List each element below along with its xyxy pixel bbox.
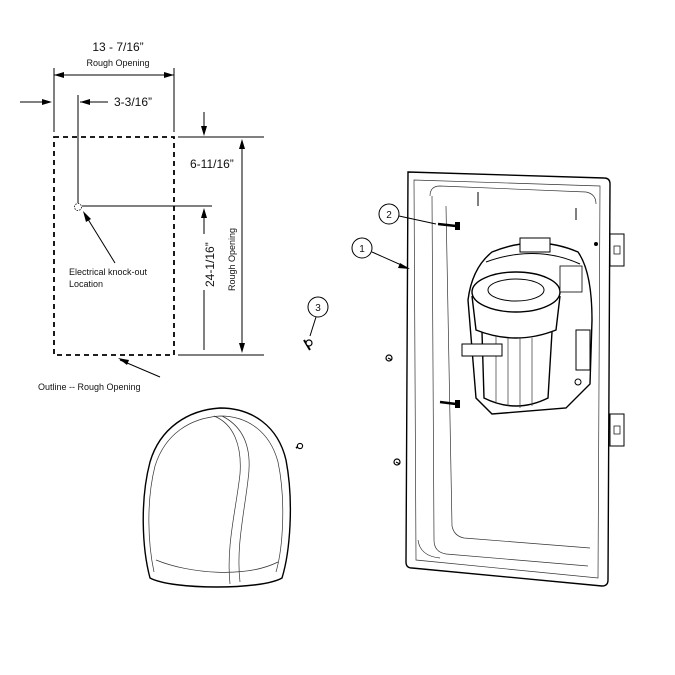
cover-screw-head xyxy=(296,442,304,450)
motor-control-module xyxy=(559,265,583,293)
callout-3: 3 xyxy=(307,296,329,337)
width-arrow-left xyxy=(54,72,64,78)
callout-1-number: 1 xyxy=(359,244,365,255)
recess-box-top-wall xyxy=(429,185,597,205)
screw-2-bottom-head xyxy=(455,400,460,408)
screw-2-top-shaft xyxy=(437,222,457,228)
width-arrow-right xyxy=(164,72,174,78)
exploded-view: 1 2 3 xyxy=(295,171,625,587)
offset-arrow-left xyxy=(42,99,52,105)
top-offset-arrow xyxy=(201,126,207,136)
dryer-cover-outline xyxy=(142,407,292,588)
callout-3-leader xyxy=(309,316,317,337)
motor-assembly xyxy=(461,237,593,415)
callout-2: 2 xyxy=(378,203,437,225)
recess-box-inner-back xyxy=(445,205,591,549)
anchor-screw-lower-slot xyxy=(395,461,401,465)
knockout-leader-line xyxy=(85,215,116,264)
recess-box-frame xyxy=(405,171,611,587)
knockout-offset-y-bg xyxy=(196,234,212,290)
anchor-screw-upper-slot xyxy=(387,357,393,361)
screw-3-head xyxy=(305,339,313,347)
knockout-label-line1: Electrical knock-out xyxy=(69,267,148,277)
hinge-bottom-pin xyxy=(613,425,621,435)
callout-1: 1 xyxy=(351,237,410,269)
top-offset-value: 6-11/16” xyxy=(190,157,234,171)
recess-box-flange xyxy=(413,179,601,579)
outline-rough-opening-label: Outline -- Rough Opening xyxy=(38,382,141,392)
screw-2-bottom xyxy=(439,400,460,408)
motor-mount-point xyxy=(574,378,582,386)
dryer-cover-seam xyxy=(213,415,241,585)
motor-side-board xyxy=(575,329,591,371)
knockout-offset-y-value: 24-1/16” xyxy=(203,242,217,287)
height-arrow-top xyxy=(239,139,245,149)
callout-3-number: 3 xyxy=(315,303,321,314)
knockout-leader-arrow xyxy=(83,211,91,222)
motor-top-bracket xyxy=(519,237,551,253)
height-dimension-caption: Rough Opening xyxy=(227,228,237,291)
rough-opening-outline xyxy=(53,136,175,356)
mounting-ring-inner xyxy=(485,253,581,265)
callout-3-circle xyxy=(307,296,329,318)
callout-1-circle xyxy=(351,237,373,259)
width-dimension-value: 13 - 7/16” xyxy=(92,40,143,54)
screw-2-top xyxy=(437,222,460,230)
mount-hole-right xyxy=(594,242,598,246)
knockout-label-line2: Location xyxy=(69,279,103,289)
callout-2-circle xyxy=(378,203,400,225)
recess-box-left-wall xyxy=(431,195,589,567)
knockout-offset-x-value: 3-3/16” xyxy=(114,95,152,109)
height-arrow-bottom xyxy=(239,343,245,353)
offset-arrow-right xyxy=(80,99,90,105)
motor-fan-inlet xyxy=(487,278,545,302)
screw-2-top-head xyxy=(455,222,460,230)
screw-3 xyxy=(303,339,313,351)
width-dimension-caption: Rough Opening xyxy=(86,58,149,68)
dryer-cover-bottom-lip xyxy=(155,559,279,573)
screw-2-bottom-shaft xyxy=(439,400,457,406)
dryer-cover-inner-edge xyxy=(148,415,284,573)
motor-body xyxy=(481,331,553,407)
dryer-cover-illustration xyxy=(142,407,292,588)
callout-2-leader xyxy=(398,215,437,225)
motor-clamp xyxy=(461,343,503,357)
outline-leader-arrow xyxy=(118,358,129,365)
dryer-cover-seam-2 xyxy=(221,415,250,583)
electrical-knockout-marker xyxy=(74,203,82,211)
knockout-offset-y-arrow xyxy=(201,208,207,218)
cover-screw xyxy=(295,442,304,450)
hinge-top-pin xyxy=(613,245,621,255)
callout-2-number: 2 xyxy=(386,210,392,221)
rough-opening-drawing: 13 - 7/16” Rough Opening 3-3/16” 6-11/16… xyxy=(20,40,264,392)
callout-1-arrow xyxy=(398,263,410,269)
height-caption-bg xyxy=(225,228,239,290)
motor-fan-housing-body xyxy=(471,295,561,339)
recess-box-corner xyxy=(417,539,441,559)
